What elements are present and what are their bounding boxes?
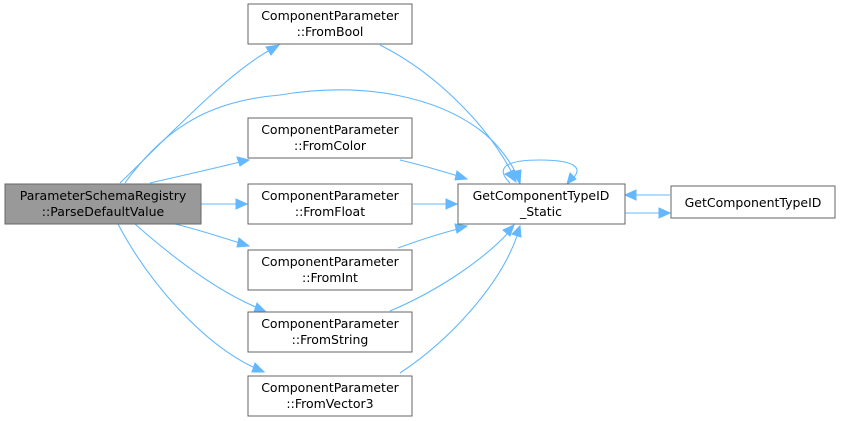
- node-label-line1: ComponentParameter: [261, 380, 399, 395]
- node-label-line2: ::FromFloat: [295, 204, 365, 219]
- node-label-line1: ComponentParameter: [261, 8, 399, 23]
- edge-root-to-fromfloat: [201, 198, 249, 210]
- edge-root-to-fromstring: [134, 223, 268, 313]
- edge-root-to-fromcolor: [149, 156, 251, 184]
- node-label-line2: ::FromString: [292, 332, 369, 347]
- node-label: GetComponentTypeID: [685, 195, 822, 210]
- node-label-line2: ::FromBool: [297, 24, 364, 39]
- nodes: ParameterSchemaRegistry ::ParseDefaultVa…: [4, 3, 836, 417]
- node-label-line1: ParameterSchemaRegistry: [20, 188, 187, 203]
- edge-root-to-fromint: [174, 223, 251, 248]
- node-label-line2: ::FromColor: [294, 138, 367, 153]
- node-componentparameter-fromint[interactable]: ComponentParameter ::FromInt: [247, 249, 413, 291]
- edge-root-to-frombool: [119, 44, 281, 184]
- edge-getid-to-getstatic: [623, 189, 670, 201]
- node-getcomponenttypeid[interactable]: GetComponentTypeID: [670, 185, 836, 219]
- node-componentparameter-fromcolor[interactable]: ComponentParameter ::FromColor: [247, 117, 413, 159]
- node-label-line2: _Static: [519, 204, 562, 219]
- node-label-line1: ComponentParameter: [261, 254, 399, 269]
- edge-fromvector3-to-getstatic: [399, 224, 522, 374]
- node-label-line2: ::FromInt: [302, 270, 358, 285]
- node-componentparameter-fromvector3[interactable]: ComponentParameter ::FromVector3: [247, 375, 413, 417]
- edge-fromcolor-to-getstatic: [399, 159, 469, 181]
- edge-fromint-to-getstatic: [397, 223, 469, 249]
- node-componentparameter-fromstring[interactable]: ComponentParameter ::FromString: [247, 311, 413, 353]
- edges: [117, 44, 672, 374]
- edge-fromstring-to-getstatic: [389, 224, 515, 312]
- node-label-line2: ::FromVector3: [286, 396, 373, 411]
- edge-root-to-fromvector3: [117, 223, 266, 373]
- node-componentparameter-fromfloat[interactable]: ComponentParameter ::FromFloat: [247, 183, 413, 225]
- edge-frombool-to-getstatic: [379, 44, 517, 184]
- edge-fromfloat-to-getstatic: [413, 198, 459, 210]
- node-label-line1: ComponentParameter: [261, 122, 399, 137]
- node-label-line1: ComponentParameter: [261, 316, 399, 331]
- node-label-line2: ::ParseDefaultValue: [42, 204, 165, 219]
- node-componentparameter-frombool[interactable]: ComponentParameter ::FromBool: [247, 3, 413, 45]
- node-getcomponenttypeid-static[interactable]: GetComponentTypeID _Static: [457, 183, 626, 225]
- node-label-line1: ComponentParameter: [261, 188, 399, 203]
- edge-getstatic-to-getid: [625, 207, 672, 219]
- node-parameterschemaregistry-parsedefaultvalue[interactable]: ParameterSchemaRegistry ::ParseDefaultVa…: [4, 183, 202, 225]
- node-label-line1: GetComponentTypeID: [473, 188, 610, 203]
- edge-getstatic-self-loop: [502, 159, 578, 186]
